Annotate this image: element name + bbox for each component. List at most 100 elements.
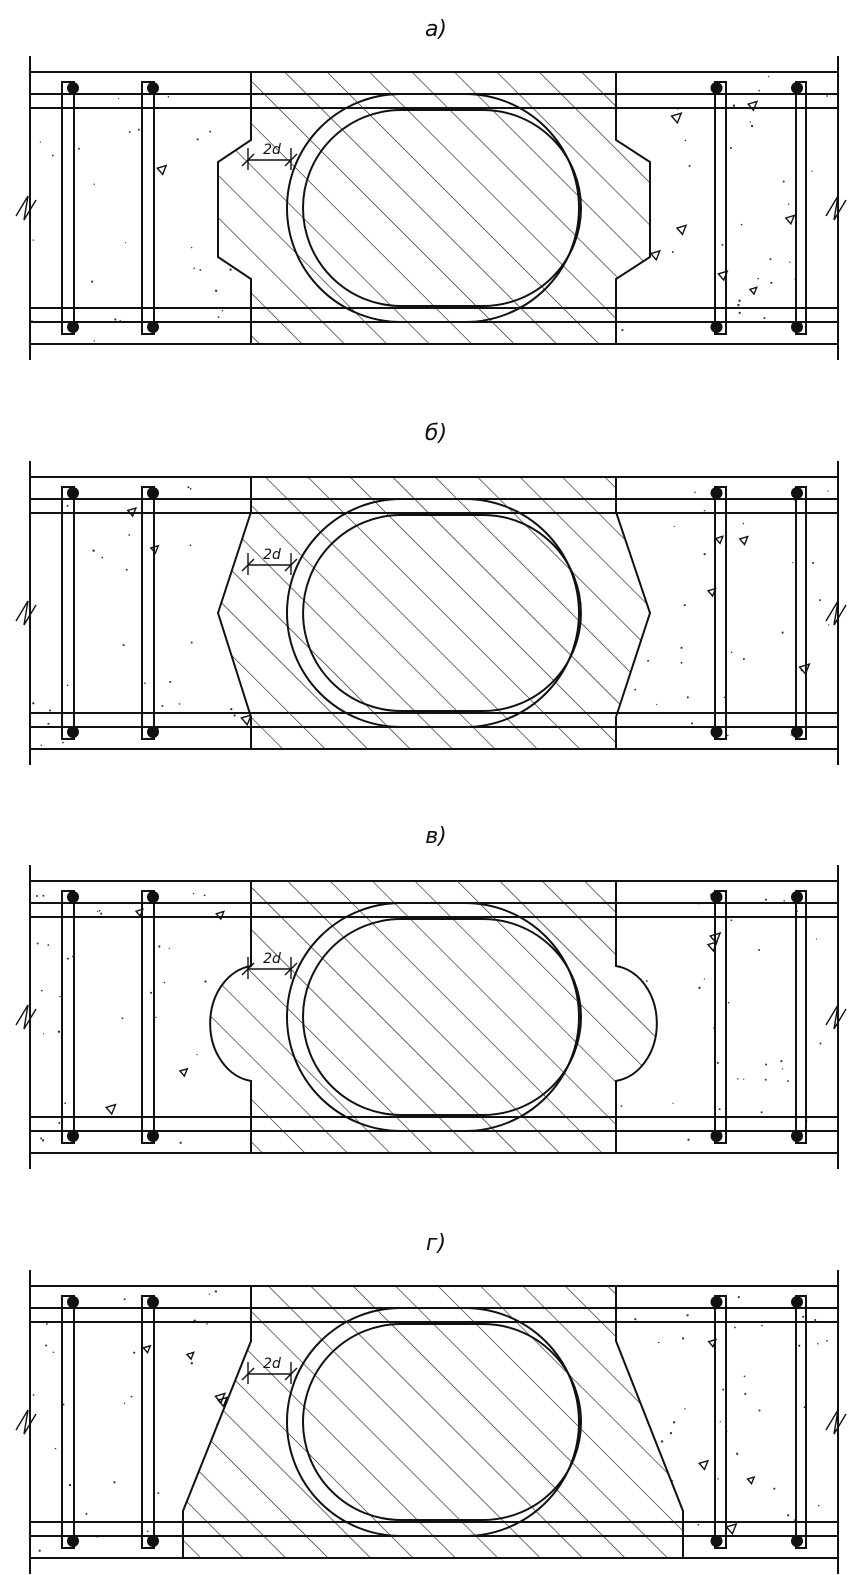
break-mark-left (15, 1004, 37, 1030)
concrete-speck (32, 702, 35, 705)
concrete-speck (128, 130, 131, 133)
aggregate-mark (216, 1396, 229, 1408)
concrete-speck (196, 138, 199, 141)
concrete-speck (716, 1061, 719, 1064)
concrete-speck (768, 75, 770, 78)
rebar-section (791, 82, 803, 94)
concrete-speck (790, 734, 792, 736)
rebar-section (710, 1296, 723, 1308)
concrete-speck (757, 277, 759, 280)
aggregate-mark (240, 713, 253, 727)
concrete-speck (214, 289, 218, 292)
concrete-speck (157, 1492, 160, 1495)
concrete-speck (688, 164, 691, 167)
concrete-speck (51, 154, 54, 157)
stirrup (795, 890, 807, 1144)
concrete-speck (783, 899, 785, 902)
stirrup (795, 81, 807, 335)
break-mark-right (825, 600, 847, 626)
concrete-speck (694, 491, 696, 494)
concrete-speck (62, 1403, 65, 1406)
concrete-speck (815, 938, 818, 940)
rebar-section (147, 1296, 159, 1308)
dimension-slash (241, 1367, 255, 1381)
concrete-speck (672, 1421, 676, 1424)
concrete-speck (196, 1053, 198, 1056)
concrete-speck (827, 490, 829, 492)
concrete-speck (206, 1323, 208, 1325)
concrete-speck (730, 651, 733, 654)
concrete-speck (125, 568, 128, 571)
stirrup (141, 1295, 155, 1549)
concrete-speck (39, 141, 42, 143)
concrete-speck (758, 1409, 761, 1412)
stirrup (714, 1295, 727, 1549)
rebar-section (67, 1535, 79, 1547)
concrete-speck (719, 1421, 721, 1423)
dimension-slash (241, 962, 255, 976)
loop-outer (286, 93, 580, 323)
concrete-speck (163, 981, 166, 984)
concrete-speck (168, 947, 170, 950)
rebar-section (791, 891, 803, 903)
concrete-speck (703, 978, 706, 980)
concrete-speck (742, 657, 745, 661)
concrete-speck (178, 703, 181, 705)
concrete-speck (738, 299, 741, 302)
joint-panel-1: а)2d (15, 17, 847, 360)
concrete-speck (47, 944, 50, 946)
concrete-speck (35, 894, 39, 898)
concrete-speck (100, 912, 103, 915)
dimension-label: 2d (263, 951, 281, 967)
concrete-speck (798, 1344, 801, 1347)
rebar-section (710, 82, 723, 94)
rebar-section (67, 891, 79, 903)
concrete-speck (811, 170, 813, 172)
concrete-speck (190, 641, 193, 644)
concrete-speck (54, 1447, 57, 1450)
concrete-speck (203, 894, 206, 897)
concrete-speck (40, 1137, 43, 1140)
concrete-speck (787, 1080, 789, 1082)
loop-outer (286, 902, 580, 1132)
concrete-speck (91, 280, 94, 283)
concrete-speck (133, 1351, 136, 1354)
break-mark-left (15, 195, 37, 221)
concrete-speck (130, 1395, 133, 1398)
concrete-speck (128, 534, 131, 536)
aggregate-mark (649, 249, 661, 262)
panel-label: а) (425, 17, 447, 42)
break-mark-left (15, 1409, 37, 1435)
concrete-speck (717, 1478, 719, 1480)
rebar-section (147, 487, 159, 499)
concrete-speck (740, 223, 743, 226)
concrete-speck (730, 919, 733, 922)
loop-outer (286, 1307, 580, 1537)
rebar-section (710, 1130, 723, 1142)
aggregate-mark (698, 1459, 710, 1471)
concrete-speck (683, 604, 686, 607)
dimension-slash (284, 1367, 298, 1381)
rebar-section (791, 726, 803, 738)
dimension-label: 2d (263, 547, 281, 563)
aggregate-mark (670, 112, 683, 125)
concrete-speck (179, 1141, 182, 1144)
rebar-section (710, 487, 723, 499)
concrete-speck (647, 659, 650, 662)
concrete-speck (209, 130, 212, 133)
grout-fill (218, 72, 650, 344)
dimension-slash (284, 153, 298, 167)
concrete-speck (121, 1017, 124, 1020)
concrete-speck (749, 121, 752, 123)
concrete-speck (744, 1392, 747, 1396)
concrete-speck (660, 1440, 664, 1443)
aggregate-mark (738, 535, 749, 546)
concrete-speck (124, 242, 127, 244)
concrete-speck (684, 1408, 686, 1410)
stirrup (61, 890, 75, 1144)
concrete-speck (40, 989, 43, 992)
concrete-speck (681, 1337, 685, 1340)
concrete-speck (52, 1351, 55, 1354)
aggregate-mark (156, 164, 168, 176)
loop-inner (302, 109, 582, 307)
